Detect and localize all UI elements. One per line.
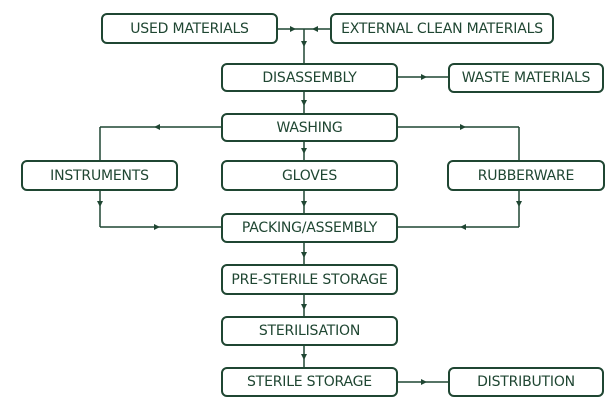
node-rubberware: RUBBERWARE	[447, 160, 605, 191]
arrowhead-down	[301, 148, 307, 154]
node-distribution: DISTRIBUTION	[448, 367, 604, 397]
arrowhead-down	[301, 252, 307, 258]
node-disassembly: DISASSEMBLY	[221, 63, 398, 92]
arrowhead-down	[97, 201, 103, 207]
node-instruments: INSTRUMENTS	[21, 160, 178, 191]
node-packing-assembly: PACKING/ASSEMBLY	[221, 213, 398, 243]
node-sterilisation: STERILISATION	[221, 316, 398, 346]
node-used-materials: USED MATERIALS	[101, 13, 278, 44]
node-waste-materials: WASTE MATERIALS	[448, 63, 604, 93]
arrowhead-down	[301, 41, 307, 47]
arrowhead-down	[516, 201, 522, 207]
arrowhead-left	[312, 26, 318, 32]
node-pre-sterile-storage: PRE-STERILE STORAGE	[221, 264, 398, 295]
arrowhead-right	[154, 224, 160, 230]
node-sterile-storage: STERILE STORAGE	[221, 367, 398, 397]
arrowhead-right	[421, 379, 427, 385]
arrowhead-right	[421, 74, 427, 80]
node-washing: WASHING	[221, 113, 398, 142]
arrowhead-left	[154, 124, 160, 130]
arrowhead-down	[301, 354, 307, 360]
arrowhead-down	[301, 201, 307, 207]
arrowhead-left	[460, 224, 466, 230]
arrowhead-right	[460, 124, 466, 130]
node-gloves: GLOVES	[221, 160, 398, 191]
arrowhead-right	[290, 26, 296, 32]
arrowheads	[97, 26, 522, 385]
arrowhead-down	[301, 304, 307, 310]
arrowhead-down	[301, 100, 307, 106]
node-external-clean-materials: EXTERNAL CLEAN MATERIALS	[330, 13, 554, 44]
